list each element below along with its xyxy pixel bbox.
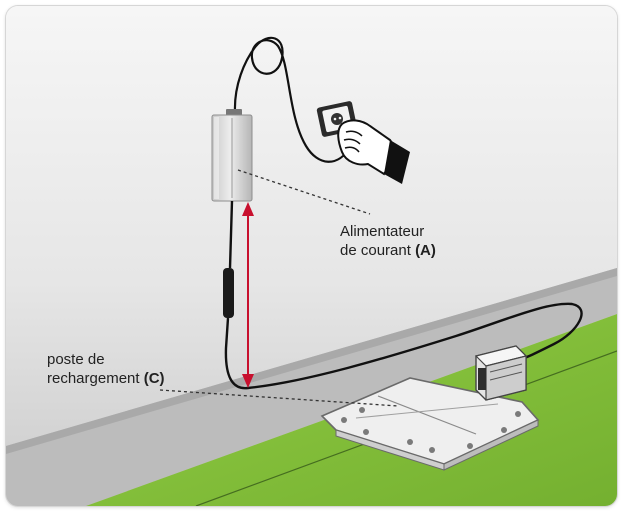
curb-strip — [6, 268, 617, 506]
label-charging-station-line1: poste de — [47, 351, 105, 368]
cable-connector — [223, 268, 234, 318]
mains-cable — [233, 36, 352, 163]
installation-scene — [6, 6, 617, 506]
diagram-frame: Alimentateur de courant (A) poste de rec… — [6, 6, 617, 506]
label-power-supply-text: de courant — [340, 242, 416, 259]
hand-plugging-icon — [337, 119, 410, 184]
label-charging-station: poste de rechargement (C) — [47, 350, 165, 388]
label-charging-station-code: (C) — [143, 370, 165, 387]
leader-line-power-supply — [237, 169, 371, 215]
label-charging-station-text: rechargement — [47, 370, 144, 387]
low-voltage-cable — [224, 200, 583, 390]
charging-station — [320, 345, 540, 471]
label-power-supply-line2: de courant (A) — [340, 241, 436, 260]
label-power-supply: Alimentateur de courant (A) — [340, 222, 436, 260]
curb-edge — [6, 268, 617, 454]
label-power-supply-code: (A) — [415, 242, 436, 259]
height-arrow — [242, 202, 254, 388]
leader-line-charging-station — [159, 389, 399, 407]
label-power-supply-line1: Alimentateur — [340, 223, 425, 240]
label-charging-station-line2: rechargement (C) — [47, 369, 165, 388]
power-supply-unit — [211, 109, 253, 202]
